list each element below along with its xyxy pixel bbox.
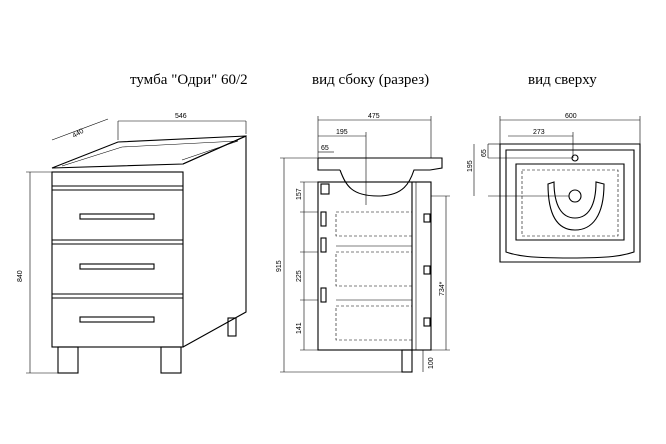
top-view-title: вид сверху [528,72,597,88]
top-dim-small-offset: 65 [481,149,488,157]
front-top-inner [61,140,239,167]
drawer-handle-3 [79,316,155,323]
front-view: 546 440 840 [17,113,247,374]
side-dim-drawer2: 225 [296,270,303,282]
side-drawer-1 [335,211,413,237]
side-dim-drawer1: 157 [296,188,303,200]
front-view-title: тумба "Одри" 60/2 [130,72,248,88]
leg-back-right [227,317,237,337]
side-basin [339,169,430,197]
side-view-title: вид сбоку (разрез) [312,72,429,88]
side-cabinet-body [317,181,432,351]
front-dim-depth: 440 [72,128,86,140]
leg-front-right [160,346,182,374]
side-dim-top-gap: 65 [321,145,329,152]
side-view: 475 195 65 [276,113,450,373]
front-top-surface [51,135,247,169]
side-drawer-2 [335,251,413,287]
top-dim-overall-width: 600 [565,113,577,120]
top-outline [499,143,641,263]
top-dim-center-offset: 273 [533,129,545,136]
front-right-side [182,135,247,348]
side-leg [401,349,413,373]
top-inner-frame [515,163,625,241]
drawer-handle-2 [79,263,155,270]
side-worktop [318,157,443,171]
side-drawer-3 [335,305,413,341]
leg-front-left [57,346,79,374]
drawer-handle-1 [79,213,155,220]
front-face [51,171,184,348]
side-dim-side-height: 734* [439,281,446,296]
side-dim-leg: 100 [428,357,435,369]
top-drain [568,189,582,203]
front-dim-width: 546 [175,113,187,120]
top-basin [547,181,605,231]
top-worktop [505,149,635,259]
side-dim-overall-width: 475 [368,113,380,120]
side-dim-inner-offset: 195 [336,129,348,136]
side-dim-total-height: 915 [276,260,283,272]
top-view: 600 273 195 65 [467,113,641,263]
top-dim-depth-offset: 195 [467,160,474,172]
side-dim-drawer3: 141 [296,322,303,334]
front-dim-height: 840 [17,270,24,282]
